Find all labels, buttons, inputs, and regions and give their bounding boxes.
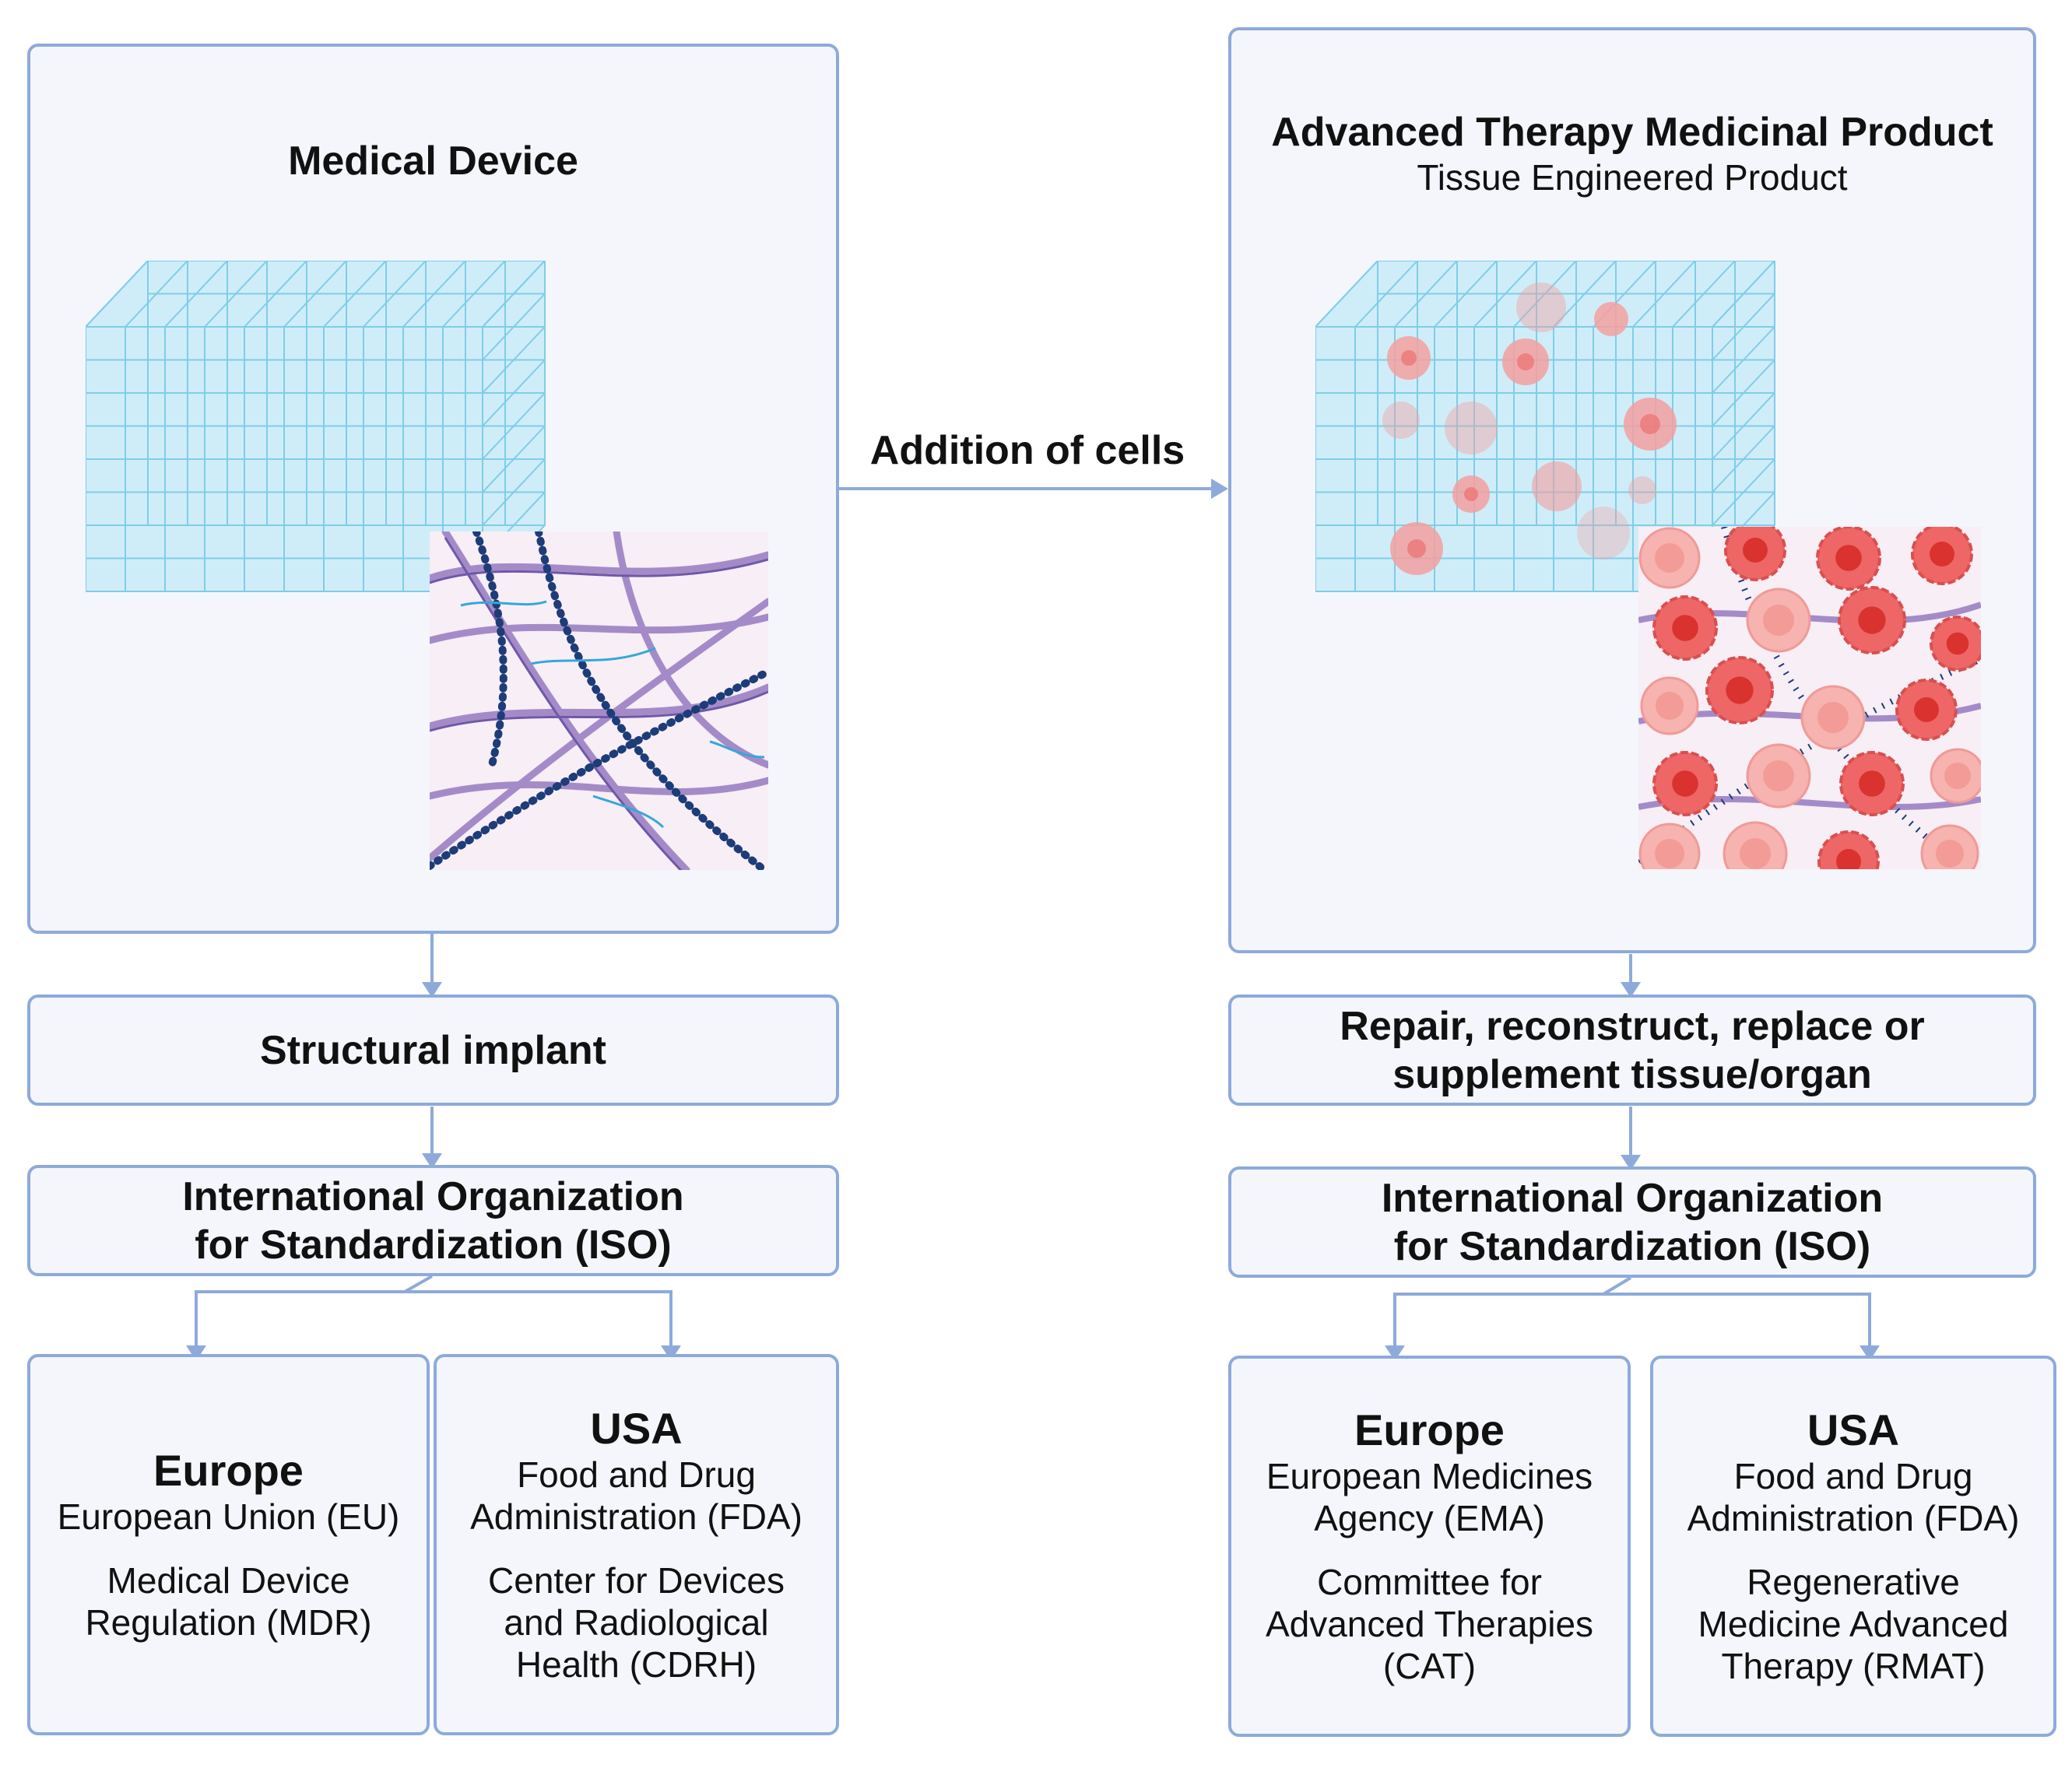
usa-box-right: USA Food and Drug Administration (FDA) R…	[1650, 1356, 2056, 1737]
usa-fda-line1-right: Food and Drug	[1733, 1456, 1973, 1496]
repair-line2: supplement tissue/organ	[1392, 1051, 1872, 1097]
europe-box-right: Europe European Medicines Agency (EMA) C…	[1228, 1356, 1631, 1737]
usa-rmat-line1: Regenerative	[1747, 1562, 1960, 1602]
medical-device-title: Medical Device	[288, 139, 578, 184]
scaffold-illustration	[86, 261, 546, 592]
iso-line1-left: International Organization	[182, 1173, 684, 1219]
iso-line2-left: for Standardization (ISO)	[195, 1222, 672, 1268]
europe-eu-label: European Union (EU)	[57, 1496, 400, 1537]
europe-heading-left: Europe	[153, 1446, 304, 1495]
addition-of-cells-label: Addition of cells	[869, 428, 1185, 473]
usa-heading-left: USA	[590, 1404, 683, 1453]
usa-fda-line2-right: Administration (FDA)	[1687, 1498, 2020, 1538]
europe-cat-line1: Committee for	[1317, 1562, 1542, 1602]
usa-heading-right: USA	[1807, 1405, 1900, 1454]
repair-line1: Repair, reconstruct, replace or	[1340, 1003, 1925, 1049]
europe-ema-line1: European Medicines	[1266, 1456, 1593, 1496]
usa-box-left: USA Food and Drug Administration (FDA) C…	[434, 1354, 839, 1735]
iso-line2-right: for Standardization (ISO)	[1393, 1223, 1871, 1269]
usa-cdrh-line1: Center for Devices	[488, 1560, 785, 1601]
fiber-network-illustration	[430, 531, 768, 870]
iso-box-left: International Organization for Standardi…	[27, 1165, 839, 1276]
atmp-subtitle: Tissue Engineered Product	[1417, 157, 1848, 198]
europe-mdr-line2: Regulation (MDR)	[85, 1602, 372, 1643]
usa-cdrh-line3: Health (CDRH)	[515, 1644, 757, 1685]
europe-mdr-line1: Medical Device	[107, 1560, 350, 1601]
repair-box: Repair, reconstruct, replace or suppleme…	[1228, 994, 2036, 1106]
europe-heading-right: Europe	[1354, 1405, 1505, 1454]
structural-implant-label: Structural implant	[260, 1027, 606, 1073]
iso-line1-right: International Organization	[1381, 1175, 1884, 1221]
europe-box-left: Europe European Union (EU) Medical Devic…	[27, 1354, 430, 1735]
structural-implant-box: Structural implant	[27, 994, 839, 1106]
usa-rmat-line2: Medicine Advanced	[1698, 1604, 2009, 1644]
atmp-title: Advanced Therapy Medicinal Product	[1271, 110, 1993, 155]
usa-fda-line2-left: Administration (FDA)	[470, 1496, 802, 1537]
cell-network-illustration	[1638, 527, 1981, 869]
usa-cdrh-line2: and Radiological	[504, 1602, 769, 1643]
europe-ema-line2: Agency (EMA)	[1314, 1498, 1545, 1538]
usa-fda-line1-left: Food and Drug	[517, 1454, 756, 1495]
iso-box-right: International Organization for Standardi…	[1228, 1166, 2036, 1278]
cell-scaffold-illustration	[1315, 261, 1775, 592]
europe-cat-line3: (CAT)	[1382, 1646, 1477, 1686]
europe-cat-line2: Advanced Therapies	[1265, 1604, 1594, 1644]
usa-rmat-line3: Therapy (RMAT)	[1721, 1646, 1986, 1686]
